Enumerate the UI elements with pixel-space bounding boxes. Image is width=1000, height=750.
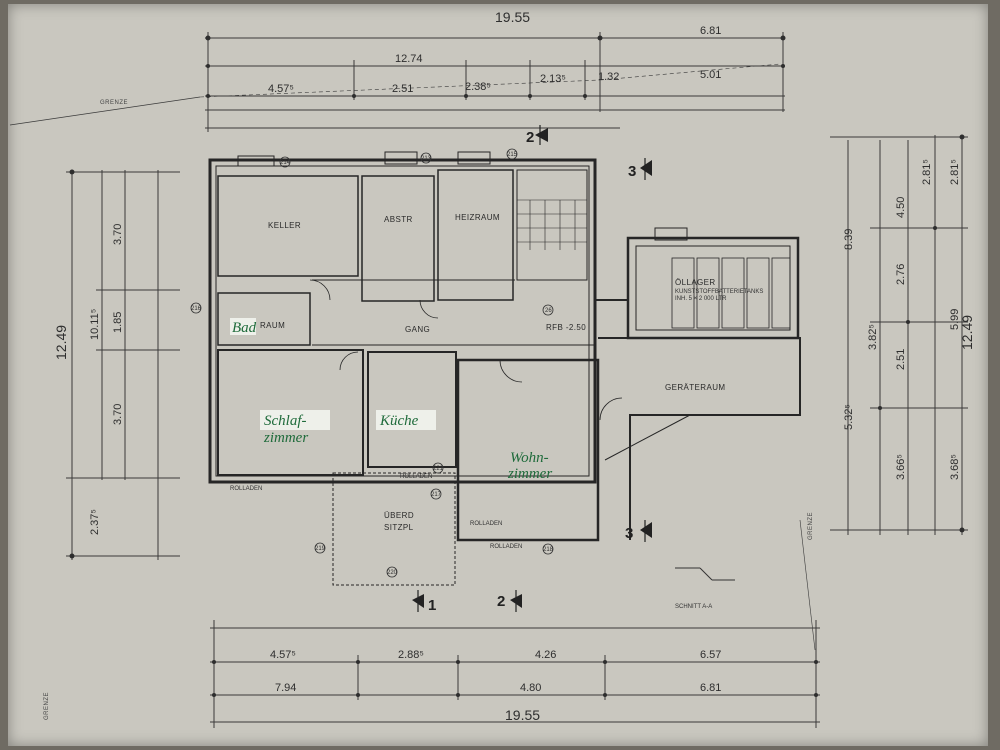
room-label-heizraum: HEIZRAUM bbox=[455, 213, 500, 222]
dim-top-right2: 5.01 bbox=[700, 69, 721, 81]
handwritten-schlaf-1: Schlaf- bbox=[264, 413, 307, 429]
outer-wall-main bbox=[208, 158, 597, 484]
room-label-geraeteraum: GERÄTERAUM bbox=[665, 383, 725, 392]
tag-1: 213 bbox=[421, 156, 432, 162]
label-rolladen-2: ROLLADEN bbox=[400, 474, 432, 480]
section-marker-3-bottom bbox=[640, 522, 652, 538]
tag-7: 220 bbox=[387, 570, 398, 576]
room-label-ueberd: ÜBERD bbox=[384, 511, 414, 520]
label-schnitt: SCHNITT A-A bbox=[675, 604, 712, 610]
section-label-3-bottom: 3 bbox=[625, 525, 633, 542]
dim-left-part-2: 3.70 bbox=[112, 404, 124, 425]
handwritten-wohn-2: zimmer bbox=[507, 466, 552, 482]
dim-right-inner-7: 8.39 bbox=[843, 229, 855, 250]
hand-bg-schlaf bbox=[260, 410, 330, 430]
hand-bg-kueche bbox=[376, 410, 436, 430]
tag-5: 218 bbox=[543, 547, 554, 553]
label-rolladen-4: ROLLADEN bbox=[470, 521, 502, 527]
room-wohnzimmer-walls bbox=[456, 358, 600, 542]
dim-top-total: 19.55 bbox=[495, 9, 530, 25]
room-oellager-walls bbox=[626, 236, 800, 340]
dim-right-part-0: 2.81⁵ bbox=[949, 159, 961, 185]
handwritten-kueche: Küche bbox=[379, 413, 419, 429]
dim-top-row2-1: 2.51 bbox=[392, 83, 413, 95]
label-grenze-left: GRENZE bbox=[44, 692, 50, 720]
dim-left-total: 12.49 bbox=[53, 325, 69, 360]
tag-2: 215 bbox=[507, 152, 518, 158]
handwritten-schlaf-2: zimmer bbox=[263, 430, 308, 446]
dim-bottom-row2-2: 6.81 bbox=[700, 682, 721, 694]
dim-bottom-row1-1: 2.88⁵ bbox=[398, 649, 424, 661]
tag-9: 26 bbox=[545, 308, 552, 314]
label-rolladen-3: ROLLADEN bbox=[490, 544, 522, 550]
dim-right-part-1: 5.99 bbox=[949, 309, 961, 330]
room-label-sitzpl: SITZPL bbox=[384, 523, 414, 532]
section-label-2-top: 2 bbox=[526, 129, 534, 146]
hand-bg-bad bbox=[230, 318, 256, 335]
dim-right-inner-5: 5.32⁵ bbox=[843, 404, 855, 430]
label-grenze-right: GRENZE bbox=[808, 512, 814, 540]
dim-bottom-row2-0: 7.94 bbox=[275, 682, 296, 694]
dim-left-part-3: 2.37⁵ bbox=[89, 509, 101, 535]
room-label-gang: GANG bbox=[405, 325, 430, 334]
room-label-abstr: ABSTR bbox=[384, 215, 413, 224]
room-label-raum: RAUM bbox=[260, 321, 285, 330]
tag-3: 216 bbox=[191, 306, 202, 312]
property-line-top bbox=[9, 96, 201, 126]
dim-top-row2-2: 2.38⁵ bbox=[465, 81, 491, 93]
dim-top-row2-0: 4.57⁵ bbox=[268, 83, 294, 95]
section-label-3-top: 3 bbox=[628, 163, 636, 180]
dim-top-row2-4: 1.32 bbox=[598, 71, 619, 83]
room-keller-walls bbox=[217, 175, 359, 277]
dim-bottom-row1-0: 4.57⁵ bbox=[270, 649, 296, 661]
dim-left-part-0: 3.70 bbox=[112, 224, 124, 245]
section-label-1-bottom: 1 bbox=[428, 597, 436, 614]
handwritten-wohn-1: Wohn- bbox=[510, 450, 549, 466]
room-label-oellager: ÖLLAGER bbox=[675, 278, 716, 287]
dim-bottom-row1-3: 6.57 bbox=[700, 649, 721, 661]
tag-6: 219 bbox=[315, 546, 326, 552]
label-rolladen-1: ROLLADEN bbox=[230, 486, 262, 492]
dim-right-inner-0: 4.50 bbox=[895, 197, 907, 218]
label-grenze-top: GRENZE bbox=[100, 100, 128, 106]
room-label-keller: KELLER bbox=[268, 221, 301, 230]
dim-top-row2-3: 2.13⁵ bbox=[540, 73, 566, 85]
dim-right-inner-3: 3.82⁵ bbox=[867, 324, 879, 350]
oellager-note: KUNSTSTOFFBATTERIETANKS bbox=[675, 289, 763, 295]
dim-bottom-total: 19.55 bbox=[505, 707, 540, 723]
dim-right-inner-4: 3.66⁵ bbox=[895, 454, 907, 480]
dim-right-total: 12.49 bbox=[959, 315, 975, 350]
dim-right-inner-2: 2.51 bbox=[895, 349, 907, 370]
tag-8: 221 bbox=[433, 466, 444, 472]
dim-right-inner-1: 2.76 bbox=[895, 264, 907, 285]
section-label-2-bottom: 2 bbox=[497, 593, 505, 610]
dim-bottom-row1-2: 4.26 bbox=[535, 649, 556, 661]
dim-right-inner-6: 2.81⁵ bbox=[921, 159, 933, 185]
handwritten-bad: Bad bbox=[232, 320, 257, 336]
dim-bottom-row2-1: 4.80 bbox=[520, 682, 541, 694]
dim-right-part-2: 3.68⁵ bbox=[949, 454, 961, 480]
oellager-note2: INH. 5 × 2 000 LTR bbox=[675, 296, 727, 302]
dim-left-part-1: 1.85 bbox=[112, 312, 124, 333]
dim-top-mid: 12.74 bbox=[395, 53, 423, 65]
tag-4: 217 bbox=[431, 492, 442, 498]
label-rfb: RFB -2.50 bbox=[546, 323, 586, 332]
dim-left-inner: 10.11⁵ bbox=[89, 309, 101, 340]
tag-0: 214 bbox=[280, 160, 291, 166]
section-marker-2-top bbox=[535, 128, 548, 142]
section-marker-3-top bbox=[640, 160, 652, 176]
dim-top-right: 6.81 bbox=[700, 25, 721, 37]
